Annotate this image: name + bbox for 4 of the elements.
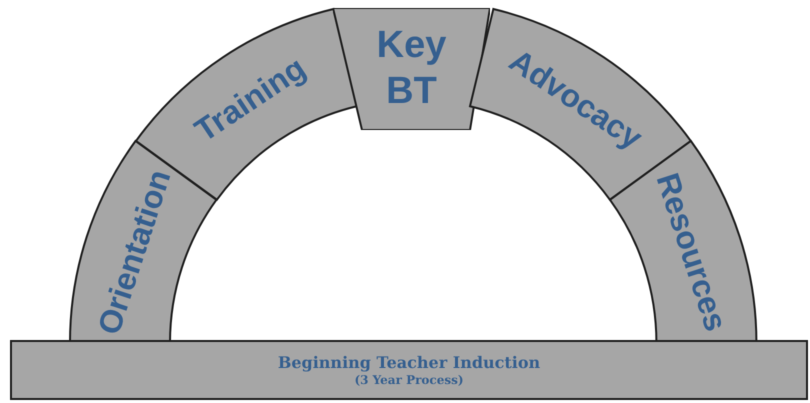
base-title: Beginning Teacher Induction bbox=[278, 352, 540, 372]
base-subtitle: (3 Year Process) bbox=[354, 372, 464, 388]
base-bar bbox=[10, 340, 808, 400]
keystone-label: Key BT bbox=[376, 23, 448, 114]
